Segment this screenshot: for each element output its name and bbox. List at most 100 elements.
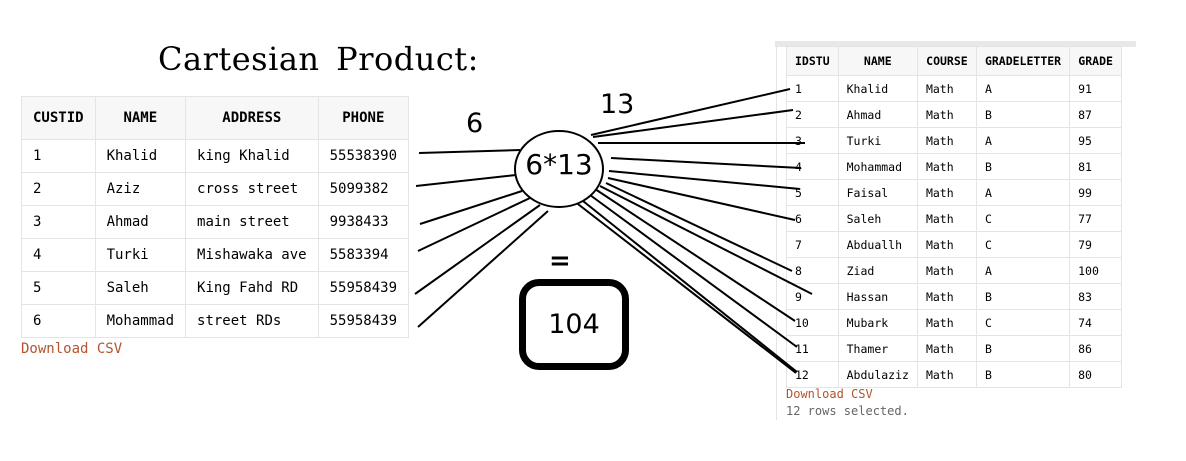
students-cell: 12 (786, 361, 839, 388)
students-cell: Ahmad (837, 101, 918, 128)
customers-download-csv-link[interactable]: Download CSV (21, 341, 123, 357)
students-cell: 99 (1069, 179, 1123, 206)
formula-label: 6*13 (525, 148, 593, 181)
customers-cell: Khalid (94, 139, 187, 173)
students-cell: Saleh (837, 205, 918, 232)
connector-line (582, 200, 798, 373)
connector-line (607, 177, 796, 221)
students-cell: 8 (786, 257, 839, 284)
students-cell: 86 (1069, 335, 1123, 362)
connector-line (417, 197, 531, 252)
students-cell: Mohammad (837, 153, 918, 180)
students-panel-divider (776, 47, 777, 420)
customers-cell: street RDs (185, 304, 319, 338)
students-cell: 9 (786, 283, 839, 310)
students-header-cell: GRADELETTER (975, 46, 1071, 76)
customers-cell: 1 (21, 139, 96, 173)
connector-line (418, 149, 521, 154)
students-download-csv-link[interactable]: Download CSV (786, 387, 873, 401)
students-cell: 11 (786, 335, 839, 362)
customers-cell: 2 (21, 172, 96, 206)
students-cell: Math (916, 127, 977, 154)
students-cell: 74 (1069, 309, 1123, 336)
students-cell: Abdulaziz (837, 361, 918, 388)
connector-line (415, 174, 517, 187)
connector-line (419, 190, 523, 225)
customers-header-cell: CUSTID (21, 96, 96, 140)
customers-cell: 3 (21, 205, 96, 239)
students-cell: Math (916, 75, 977, 102)
students-cell: 80 (1069, 361, 1123, 388)
page-title: Cartesian Product: (158, 40, 479, 78)
students-cell: Math (916, 361, 977, 388)
customers-cell: Ahmad (94, 205, 187, 239)
customers-cell: 55958439 (317, 304, 410, 338)
students-cell: Math (916, 231, 977, 258)
right-count-label: 13 (600, 89, 635, 120)
students-cell: Khalid (837, 75, 918, 102)
connector-line (592, 109, 794, 138)
connector-line (589, 194, 798, 348)
connector-line (573, 200, 797, 374)
customers-cell: main street (185, 205, 319, 239)
students-cell: C (975, 205, 1071, 232)
students-cell: 100 (1069, 257, 1123, 284)
students-cell: 10 (786, 309, 839, 336)
students-cell: 77 (1069, 205, 1123, 232)
students-header-cell: COURSE (916, 46, 977, 76)
students-cell: A (975, 257, 1071, 284)
students-header-cell: GRADE (1069, 46, 1123, 76)
students-cell: 95 (1069, 127, 1123, 154)
connector-line (590, 88, 791, 136)
students-header-cell: IDSTU (786, 46, 839, 76)
customers-cell: 55538390 (317, 139, 410, 173)
customers-header-cell: NAME (94, 96, 187, 140)
customers-header-cell: PHONE (317, 96, 410, 140)
equals-sign: = (549, 246, 571, 276)
students-scroll-header-bar (775, 41, 1136, 47)
customers-cell: Aziz (94, 172, 187, 206)
customers-cell: Mohammad (94, 304, 187, 338)
customers-cell: 6 (21, 304, 96, 338)
students-cell: B (975, 153, 1071, 180)
customers-cell: 9938433 (317, 205, 410, 239)
connector-line (599, 185, 813, 295)
students-cell: B (975, 361, 1071, 388)
formula-oval (514, 130, 604, 208)
students-rows-selected-status: 12 rows selected. (786, 404, 909, 418)
connector-line (608, 170, 801, 190)
customers-cell: 5583394 (317, 238, 410, 272)
students-cell: B (975, 335, 1071, 362)
customers-cell: Saleh (94, 271, 187, 305)
customers-cell: 5099382 (317, 172, 410, 206)
students-cell: 87 (1069, 101, 1123, 128)
students-cell: A (975, 75, 1071, 102)
customers-header-cell: ADDRESS (185, 96, 319, 140)
students-cell: Math (916, 205, 977, 232)
students-cell: 81 (1069, 153, 1123, 180)
customers-cell: 4 (21, 238, 96, 272)
connector-line (610, 157, 802, 169)
students-cell: Mubark (837, 309, 918, 336)
connector-line (417, 210, 549, 328)
students-cell: Thamer (837, 335, 918, 362)
connector-line (605, 182, 793, 272)
connector-line (594, 188, 796, 322)
customers-cell: Mishawaka ave (185, 238, 319, 272)
